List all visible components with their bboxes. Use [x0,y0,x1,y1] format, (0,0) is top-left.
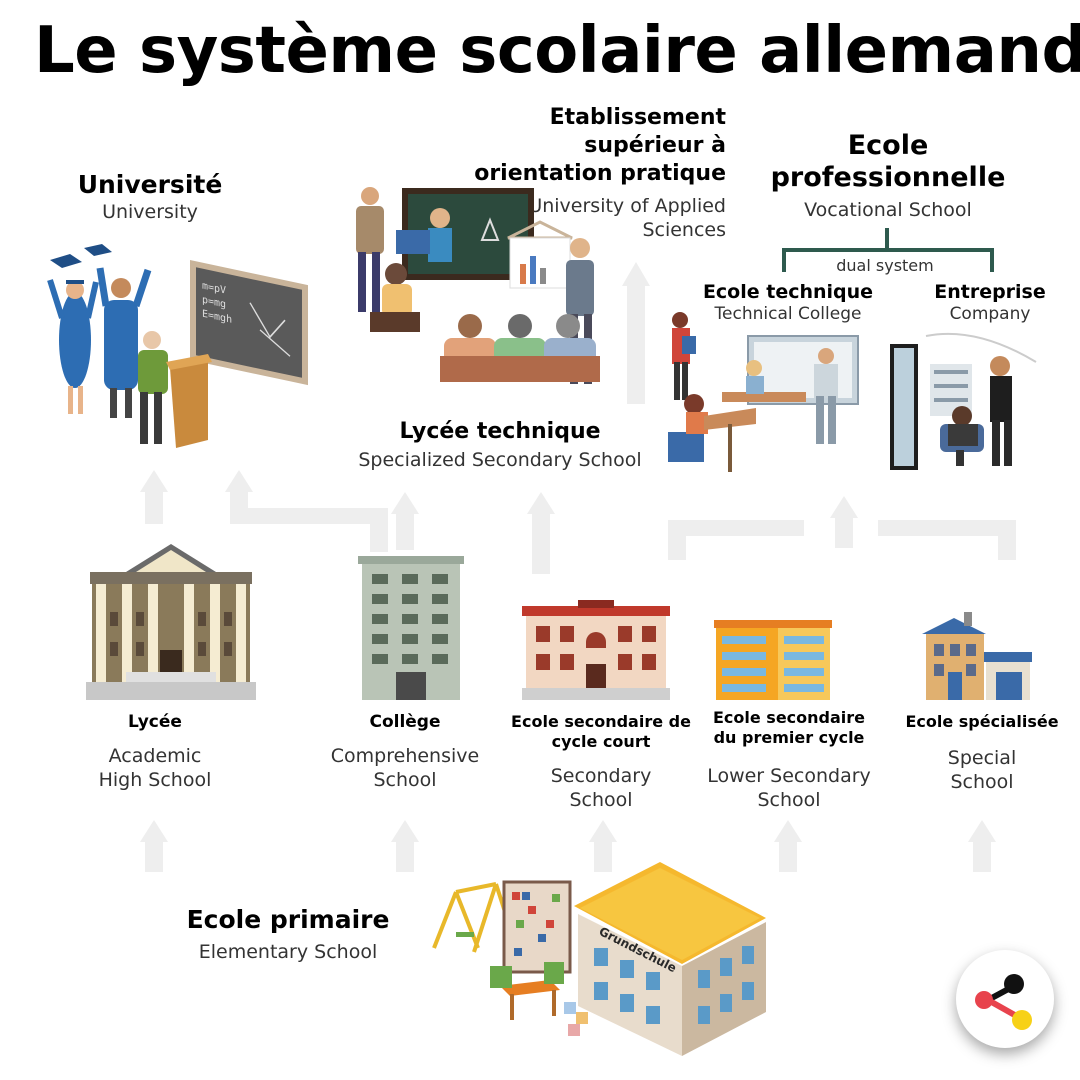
teacher-standing [356,187,384,312]
mirror [890,344,918,470]
secondaire-court-en-1: Secondary [550,765,652,787]
secondaire-court-fr-2: cycle court [551,732,651,751]
company-fr: Entreprise [934,281,1046,303]
laptop [396,230,430,254]
technical-college-en: Technical College [714,304,862,324]
node-specialisee: Ecole spécialisée Special School [894,712,1070,794]
company-illustration [890,332,1037,470]
node-universite: Université University [40,170,260,224]
secondaire-court-fr-1: Ecole secondaire de [511,712,691,731]
node-college: Collège Comprehensive School [310,712,500,792]
college-fr: Collège [369,712,441,732]
dual-system-label: dual system [836,256,934,275]
instructor [814,348,838,444]
technical-college-illustration [668,312,859,472]
lycee-fr: Lycée [128,712,182,732]
graduate-1 [47,279,99,414]
brand-logo-icon [975,974,1032,1030]
technical-college-fr: Ecole technique [702,281,874,303]
node-secondaire-court: Ecole secondaire de cycle court Secondar… [498,712,704,812]
arrow-secondaire-to-lycee-technique [527,492,555,574]
primaire-en: Elementary School [198,941,378,963]
primaire-fr: Ecole primaire [186,905,390,934]
arrow-primary-to-lycee [140,820,168,872]
node-secondaire-premier: Ecole secondaire du premier cycle Lower … [694,708,884,812]
students [370,263,600,382]
specialisee-fr: Ecole spécialisée [905,712,1059,731]
board-formula-1: m=pV [202,281,226,297]
arrow-college-to-lycee-technique [391,492,419,550]
secondaire-premier-fr-2: du premier cycle [713,728,865,747]
secondaire-premier-en-2: School [757,789,821,811]
standing-student [672,312,696,400]
professor [138,331,168,444]
barber [990,356,1012,466]
vocational-fr-1: Ecole [847,130,929,161]
brand-logo [956,950,1054,1048]
universite-fr: Université [77,170,223,199]
node-lycee-technique: Lycée technique Specialized Secondary Sc… [330,418,670,472]
secondaire-premier-building [714,620,832,700]
lycee-en-2: High School [98,769,212,791]
node-company: Entreprise Company [910,280,1070,324]
applied-fr-1: Etablissement [549,105,726,130]
specialisee-building [922,612,1032,700]
lycee-building [86,544,256,700]
node-primaire: Ecole primaire Elementary School [170,904,406,964]
board-formula-2: p=mg [202,295,226,311]
desk-back [722,360,806,402]
arrow-primary-to-secondaire [589,820,617,872]
arrow-college-to-university [225,470,388,552]
lycee-en-1: Academic [108,745,202,767]
lycee-technique-en: Specialized Secondary School [358,449,642,471]
arrow-primary-to-college [391,820,419,872]
chart-easel [507,220,573,289]
client-chair [940,406,984,466]
specialisee-en-1: Special [947,747,1017,769]
arrow-primary-to-premier [774,820,802,872]
college-building [358,556,464,700]
secondaire-court-en-2: School [569,789,633,811]
vocational-fr-2: professionnelle [770,162,1006,193]
school-building: Grundschule [574,862,766,1056]
lycee-technique-fr: Lycée technique [399,419,601,444]
applied-fr-2: supérieur à [584,133,726,158]
company-en: Company [949,304,1031,324]
primary-school-illustration: Grundschule [432,862,766,1056]
seated-student [668,394,756,472]
lectern [166,354,212,448]
graduate-2 [96,267,152,418]
arrow-to-vocational [668,496,1016,560]
kids-table [490,962,564,1020]
arrow-primary-to-specialisee [968,820,996,872]
secondaire-court-building [522,600,670,700]
universite-en: University [102,201,198,223]
alphabet-board [502,880,572,974]
specialisee-en-2: School [950,771,1014,793]
college-en-2: School [373,769,437,791]
applied-en-2: Sciences [642,219,726,241]
mortarboard-1 [50,254,82,268]
toy-blocks [564,1002,588,1036]
university-illustration: m=pV p=mg E=mgh [47,244,308,448]
node-applied-sciences: Etablissement supérieur à orientation pr… [440,104,726,242]
vocational-en: Vocational School [804,199,972,221]
node-lycee: Lycée Academic High School [60,712,250,792]
node-technical-college: Ecole technique Technical College [690,280,886,324]
applied-en-1: University of Applied [528,195,726,217]
secondaire-premier-fr-1: Ecole secondaire [712,708,866,727]
secondaire-premier-en-1: Lower Secondary [707,765,871,787]
chalkboard: m=pV p=mg E=mgh [190,260,308,386]
arrow-to-applied-sciences [622,262,650,404]
node-vocational: Ecole professionnelle Vocational School [760,130,1016,222]
applied-fr-3: orientation pratique [474,161,726,186]
arrow-lycee-to-university [140,470,168,524]
mortarboard-2 [84,244,112,256]
college-en-1: Comprehensive [330,745,480,767]
swing-seat [456,932,474,937]
page-title: Le système scolaire allemand [34,14,1080,88]
applied-sciences-illustration [356,187,600,384]
